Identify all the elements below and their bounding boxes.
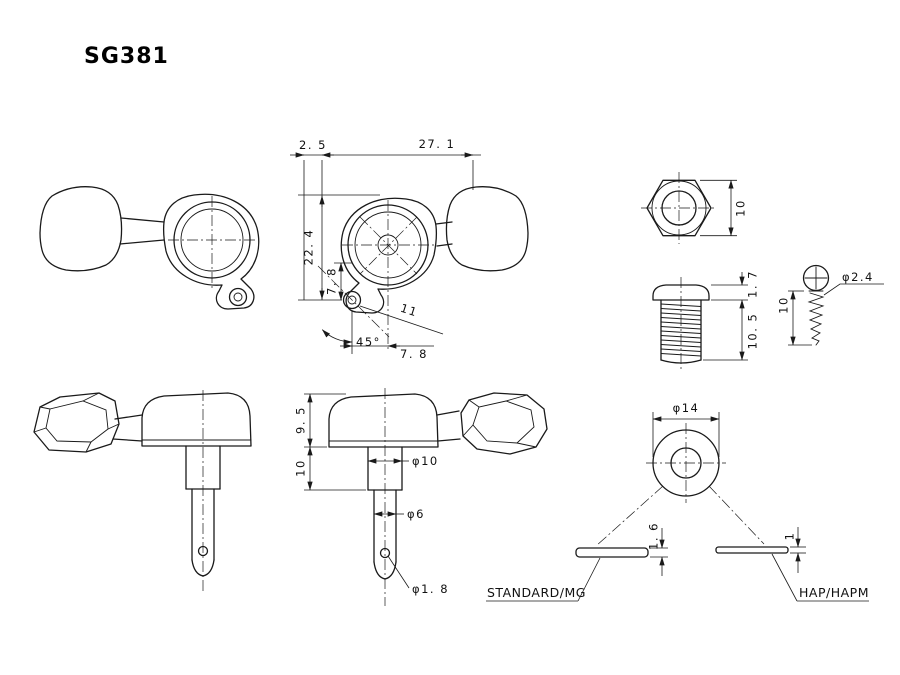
dim-screw-10: 10 [777,296,791,314]
dim-7-8-horizontal: 7. 8 [400,347,428,361]
dim-1-6: 1. 6 [647,522,661,550]
bushing-flange [652,284,710,301]
left-shaft-bottom [119,239,165,245]
right-shaft-bottom [436,243,453,247]
page-title: SG381 [84,44,169,69]
front-right-stem-top [436,410,460,416]
screw-view: φ2.4 10 [777,264,884,346]
left-shaft-top [120,217,165,223]
front-right-button-facet [472,400,535,444]
side-view-height-dimension: 22. 4 [298,194,380,301]
washer-standard-side [575,547,649,558]
washer-hap-dimension: 1 [783,527,806,573]
left-ear-hole [233,292,243,302]
front-view-right: 9. 5 10 φ10 φ6 φ1. 8 [294,388,548,606]
right-button-outline [445,186,529,272]
washer-diameter-dimension: φ14 [652,401,720,457]
washer-view: φ14 1. 6 1 STANDARD/MG HAP/HAPM [486,401,869,602]
front-view-left [33,390,252,592]
side-view-top-dimensions: 2. 5 27. 1 [290,137,481,300]
dim-10-5: 10. 5 [746,313,760,350]
right-gear-centerline-d2 [359,216,418,275]
hex-nut-dimension: 10 [700,179,748,237]
hex-nut-view: 10 [641,172,748,244]
left-ear-boss [228,287,248,307]
front-left-housing [141,392,252,447]
front-left-stem-top [114,414,143,420]
left-button-outline [39,186,123,272]
dim-2-5: 2. 5 [299,138,327,152]
dim-1: 1 [783,532,797,541]
dim-11: 11 [399,301,420,320]
bushing-view: 1. 7 10. 5 [652,270,760,370]
screw-dimensions: φ2.4 10 [777,270,884,346]
left-gear-inner-circle [180,208,244,272]
dim-27-1: 27. 1 [419,137,456,151]
washer-standard-dimension: 1. 6 [647,522,668,576]
dim-nut-10: 10 [734,199,748,217]
side-view-hole-v-dimension: 7. 8 [325,262,352,301]
bushing-dimensions: 1. 7 10. 5 [703,270,760,361]
right-shaft-top [435,221,453,225]
washer-projection-left [595,485,664,547]
right-ear-hole [347,295,357,305]
dim-phi-2-4: φ2.4 [842,270,874,284]
front-right-stem-bottom [437,438,461,442]
dim-22-4: 22. 4 [302,229,316,266]
side-view-ear-dimension: 11 [359,301,444,335]
dim-phi-14: φ14 [673,401,700,415]
front-left-button-outline [33,392,120,453]
screw-thread-zigzag [807,292,825,346]
label-standard-mg: STANDARD/MG [487,585,586,600]
washer-hap-side [715,546,789,554]
front-left-stem-bottom [112,438,143,442]
side-view-angle-dimension: 45° [317,265,390,354]
right-housing-outline [340,197,438,314]
dim-phi-10: φ10 [412,454,439,468]
front-left-button-facet [45,400,109,443]
dim-7-8-vertical: 7. 8 [325,267,339,295]
dim-45-deg: 45° [356,335,381,349]
dim-front-10: 10 [294,459,308,477]
dim-phi-1-8: φ1. 8 [412,582,449,596]
label-hap-hapm: HAP/HAPM [799,585,869,600]
side-view-hole-h-dimension: 7. 8 [340,343,434,361]
front-right-button-outline [460,392,548,455]
left-housing-outline [162,193,260,310]
washer-labels: STANDARD/MG HAP/HAPM [486,553,869,602]
dim-1-7: 1. 7 [746,270,760,298]
dim-phi-6: φ6 [407,507,425,521]
washer-projection-right [708,485,765,545]
front-view-dimensions: 9. 5 10 φ10 φ6 φ1. 8 [294,393,449,596]
front-right-housing [328,393,439,448]
side-view: 2. 5 27. 1 22. 4 7. 8 45° 11 [39,137,529,361]
screw-head [802,264,830,292]
dim-9-5: 9. 5 [294,406,308,434]
